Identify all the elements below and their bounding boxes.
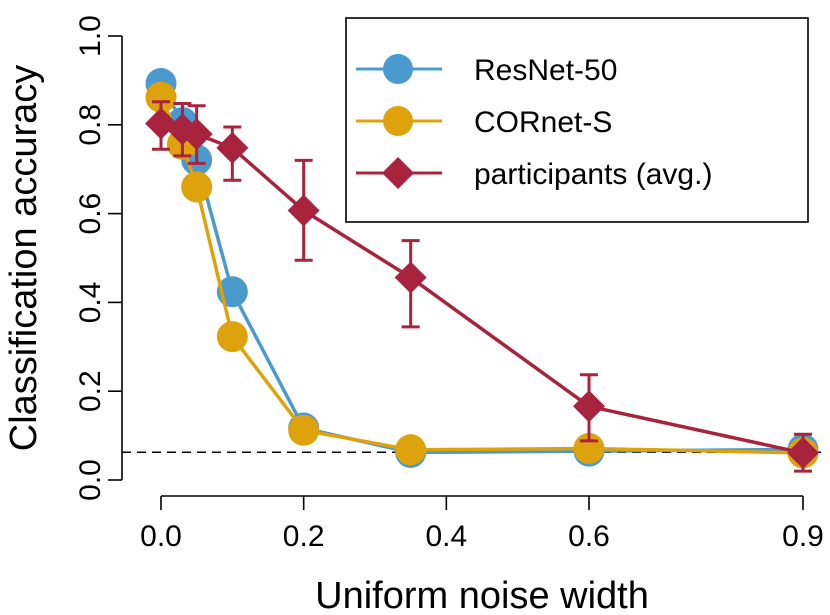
y-tick-label: 0.0 <box>74 459 107 501</box>
axes: 0.0 0.2 0.4 0.6 0.8 1.0 0.0 0.2 0.4 0.6 0.9 <box>74 15 824 553</box>
data-point <box>287 194 320 227</box>
plot-area <box>145 68 819 473</box>
x-tick-label: 0.2 <box>283 520 325 553</box>
data-point <box>145 81 177 113</box>
y-tick-label: 0.6 <box>74 193 107 235</box>
legend-marker-cornet <box>383 106 413 136</box>
legend-entry-participants: participants (avg.) <box>356 157 712 191</box>
data-point <box>181 171 213 203</box>
y-tick-label: 0.2 <box>74 370 107 412</box>
data-point <box>394 261 427 294</box>
x-tick-label: 0.4 <box>425 520 467 553</box>
data-point <box>573 390 605 423</box>
legend-entry-resnet: ResNet-50 <box>356 54 617 87</box>
legend-label-resnet: ResNet-50 <box>474 54 617 87</box>
legend-label-participants: participants (avg.) <box>474 158 712 191</box>
x-tick-label: 0.0 <box>140 520 182 553</box>
y-axis-label: Classification accuracy <box>3 65 45 451</box>
data-point <box>787 436 819 469</box>
y-tick-label: 1.0 <box>74 15 107 57</box>
x-tick-label: 0.9 <box>782 520 824 553</box>
y-tick-label: 0.4 <box>74 282 107 324</box>
data-point <box>180 118 213 151</box>
data-point <box>395 434 427 466</box>
series-2 <box>145 100 819 473</box>
data-point <box>216 131 249 164</box>
data-point <box>216 321 248 353</box>
x-tick-label: 0.6 <box>568 520 610 553</box>
legend-marker-resnet <box>383 54 413 84</box>
x-axis-label: Uniform noise width <box>315 575 649 615</box>
legend-label-cornet: CORnet-S <box>474 106 612 139</box>
y-tick-label: 0.8 <box>74 104 107 146</box>
legend-entry-cornet: CORnet-S <box>356 106 612 139</box>
data-point <box>288 414 320 446</box>
legend-marker-participants <box>382 157 414 189</box>
legend: ResNet-50 CORnet-S participants (avg.) <box>345 17 809 223</box>
